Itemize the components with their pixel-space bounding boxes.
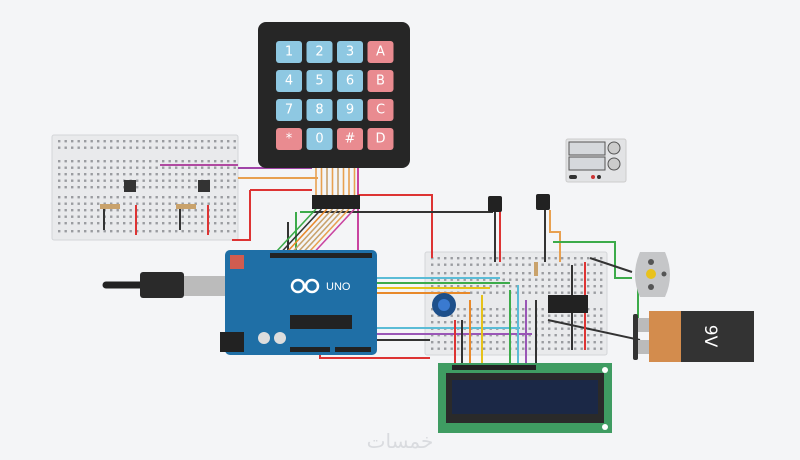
key-label: 7	[285, 103, 293, 118]
keypad-key[interactable]: C	[367, 99, 394, 121]
keypad-key[interactable]: 1	[276, 41, 302, 63]
key-label: A	[376, 45, 385, 60]
keypad-key[interactable]: 8	[306, 99, 333, 121]
keypad-key[interactable]: 9	[337, 99, 363, 121]
arduino-model-label: UNO	[326, 281, 351, 293]
key-label: 0	[315, 132, 323, 147]
sensor-2[interactable]	[536, 194, 550, 210]
arduino-uno[interactable]: UNO	[220, 250, 377, 355]
keypad-key[interactable]: *	[276, 128, 302, 150]
usb-cable	[102, 272, 228, 298]
key-label: #	[345, 132, 356, 147]
keypad-key[interactable]: A	[367, 41, 394, 63]
power-supply[interactable]	[565, 138, 627, 183]
key-label: 9	[346, 103, 354, 118]
keypad-key[interactable]: 4	[276, 70, 302, 92]
key-label: 2	[315, 45, 323, 60]
key-label: 1	[285, 45, 293, 60]
keypad-key[interactable]: 6	[337, 70, 363, 92]
pushbutton-1[interactable]	[124, 180, 136, 192]
key-label: 8	[315, 103, 323, 118]
key-label: *	[286, 132, 293, 147]
battery-9v[interactable]: 9V	[633, 311, 754, 362]
lcd-screen	[452, 380, 598, 414]
keypad-key[interactable]: #	[337, 128, 363, 150]
watermark: خمسات	[367, 429, 434, 453]
keypad-key[interactable]: D	[367, 128, 394, 150]
relay-module[interactable]	[548, 295, 588, 313]
gear-icon	[646, 269, 656, 279]
dc-motor[interactable]	[635, 252, 670, 297]
keypad-key[interactable]: B	[367, 70, 394, 92]
battery-label: 9V	[700, 325, 720, 348]
key-label: C	[376, 103, 385, 118]
key-label: 4	[285, 74, 293, 89]
keypad-key[interactable]: 7	[276, 99, 302, 121]
keypad-4x4[interactable]: 1 2 3 A 4 5 6 B 7 8 9 C * 0 # D	[258, 22, 410, 253]
breadboard-left[interactable]	[51, 134, 239, 241]
potentiometer[interactable]	[432, 293, 456, 317]
key-label: B	[376, 74, 385, 89]
keypad-connector	[312, 195, 360, 209]
keypad-key[interactable]: 0	[306, 128, 333, 150]
keypad-key[interactable]: 3	[337, 41, 363, 63]
keypad-key[interactable]: 2	[306, 41, 333, 63]
resistor	[100, 204, 120, 209]
resistor	[534, 262, 538, 276]
resistor	[176, 204, 196, 209]
sensor-1[interactable]	[488, 196, 502, 212]
key-label: 3	[346, 45, 354, 60]
lcd-16x2[interactable]	[438, 363, 612, 433]
keypad-key[interactable]: 5	[306, 70, 333, 92]
key-label: D	[375, 132, 385, 147]
key-label: 5	[315, 74, 323, 89]
pushbutton-2[interactable]	[198, 180, 210, 192]
key-label: 6	[346, 74, 354, 89]
